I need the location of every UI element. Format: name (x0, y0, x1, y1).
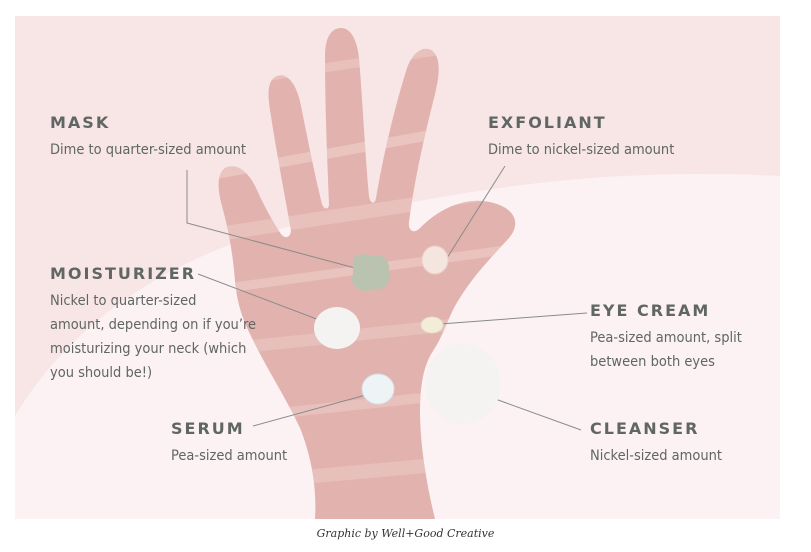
moisturizer-title: MOISTURIZER (50, 264, 197, 283)
eye-cream-leader-line (439, 312, 588, 325)
image-caption: Graphic by Well+Good Creative (316, 527, 495, 540)
eye-cream-desc-line-2: between both eyes (590, 354, 715, 370)
cleanser-title: CLEANSER (590, 419, 700, 438)
moisturizer-desc-line-3: moisturizing your neck (which (50, 341, 247, 357)
mask-title: MASK (50, 113, 111, 132)
serum-dab (361, 373, 395, 405)
eye-cream-label: EYE CREAM Pea-sized amount, split betwee… (590, 301, 742, 374)
mask-dab (352, 254, 390, 291)
moisturizer-desc-line-2: amount, depending on if you’re (50, 317, 257, 333)
moisturizer-label: MOISTURIZER Nickel to quarter-sized amou… (50, 264, 256, 385)
mask-leader-line (186, 170, 356, 269)
moisturizer-leader-line (197, 273, 336, 327)
serum-leader-line (252, 392, 374, 427)
exfoliant-title: EXFOLIANT (488, 113, 607, 132)
mask-desc: Dime to quarter-sized amount (50, 142, 247, 158)
serum-desc: Pea-sized amount (171, 448, 288, 464)
moisturizer-dab (314, 307, 360, 349)
mask-label: MASK Dime to quarter-sized amount (50, 113, 246, 162)
moisturizer-desc-line-1: Nickel to quarter-sized (50, 293, 197, 309)
cleanser-desc: Nickel-sized amount (590, 448, 723, 464)
cleanser-label: CLEANSER Nickel-sized amount (590, 419, 722, 468)
exfoliant-label: EXFOLIANT Dime to nickel-sized amount (488, 113, 674, 162)
moisturizer-desc-line-4: you should be!) (50, 365, 153, 381)
exfoliant-dab (421, 245, 449, 275)
eye-cream-desc-line-1: Pea-sized amount, split (590, 330, 742, 346)
exfoliant-desc: Dime to nickel-sized amount (488, 142, 675, 158)
cleanser-dab (425, 344, 501, 424)
serum-label: SERUM Pea-sized amount (171, 419, 287, 468)
serum-title: SERUM (171, 419, 245, 438)
eye-cream-dab (420, 316, 444, 334)
cleanser-leader-line (486, 395, 582, 431)
skincare-amount-graphic: MASK Dime to quarter-sized amount EXFOLI… (15, 16, 780, 519)
exfoliant-leader-line (446, 165, 506, 259)
hand-illustration (15, 28, 780, 519)
eye-cream-title: EYE CREAM (590, 301, 711, 320)
